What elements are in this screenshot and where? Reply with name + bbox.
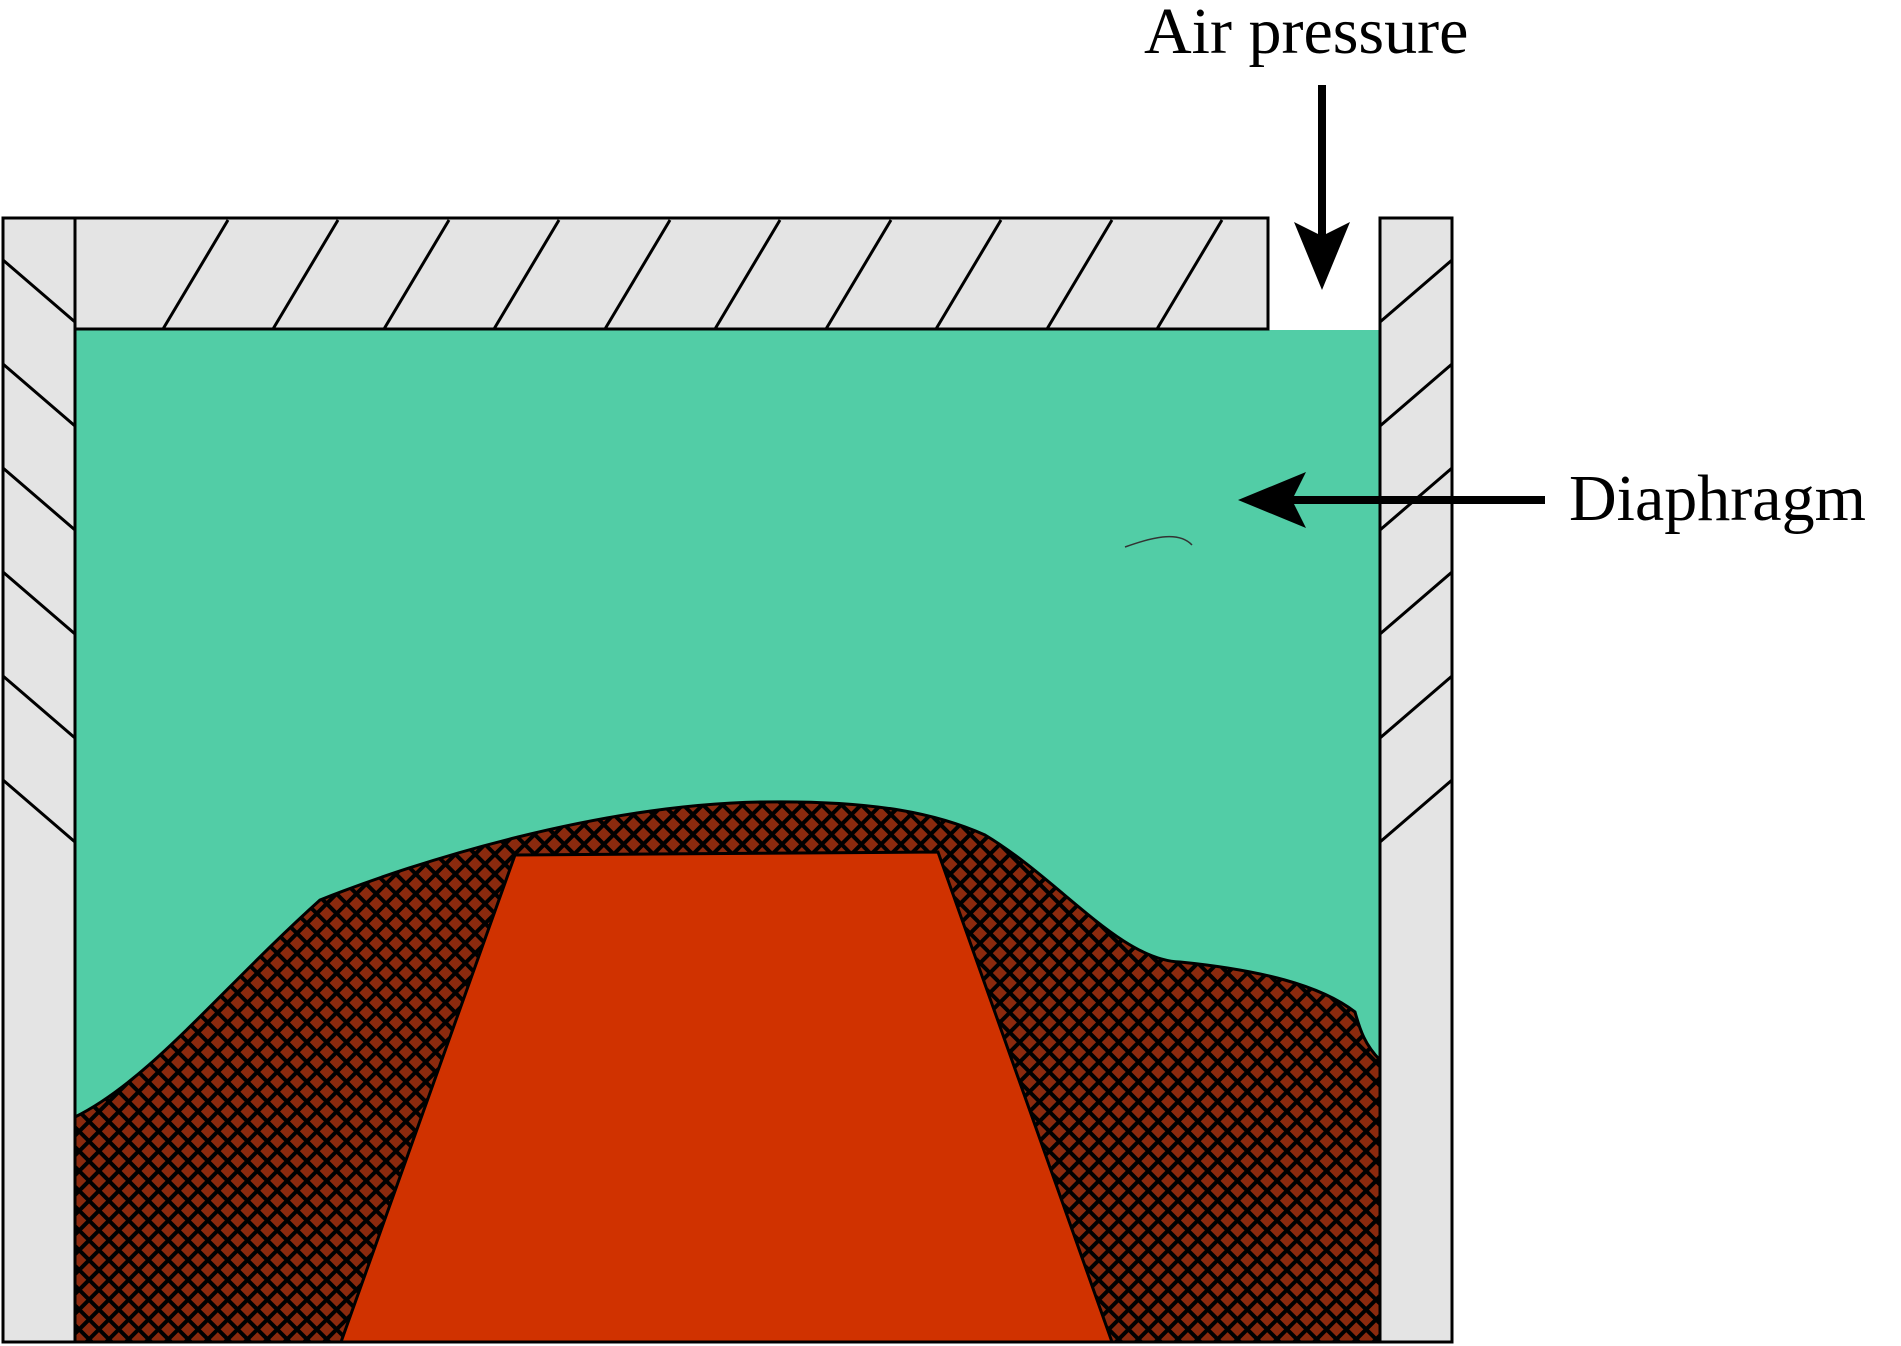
diaphragm-arrow (1238, 472, 1545, 528)
air-pressure-arrow (1294, 85, 1350, 290)
core-trapezoid (338, 850, 1115, 1344)
air-pressure-label: Air pressure (1144, 0, 1468, 68)
diaphragm-label: Diaphragm (1569, 462, 1866, 535)
left-wall (1, 216, 77, 1344)
top-lid (73, 216, 1270, 331)
right-wall (1378, 216, 1454, 1344)
stray-mark (1124, 535, 1193, 548)
